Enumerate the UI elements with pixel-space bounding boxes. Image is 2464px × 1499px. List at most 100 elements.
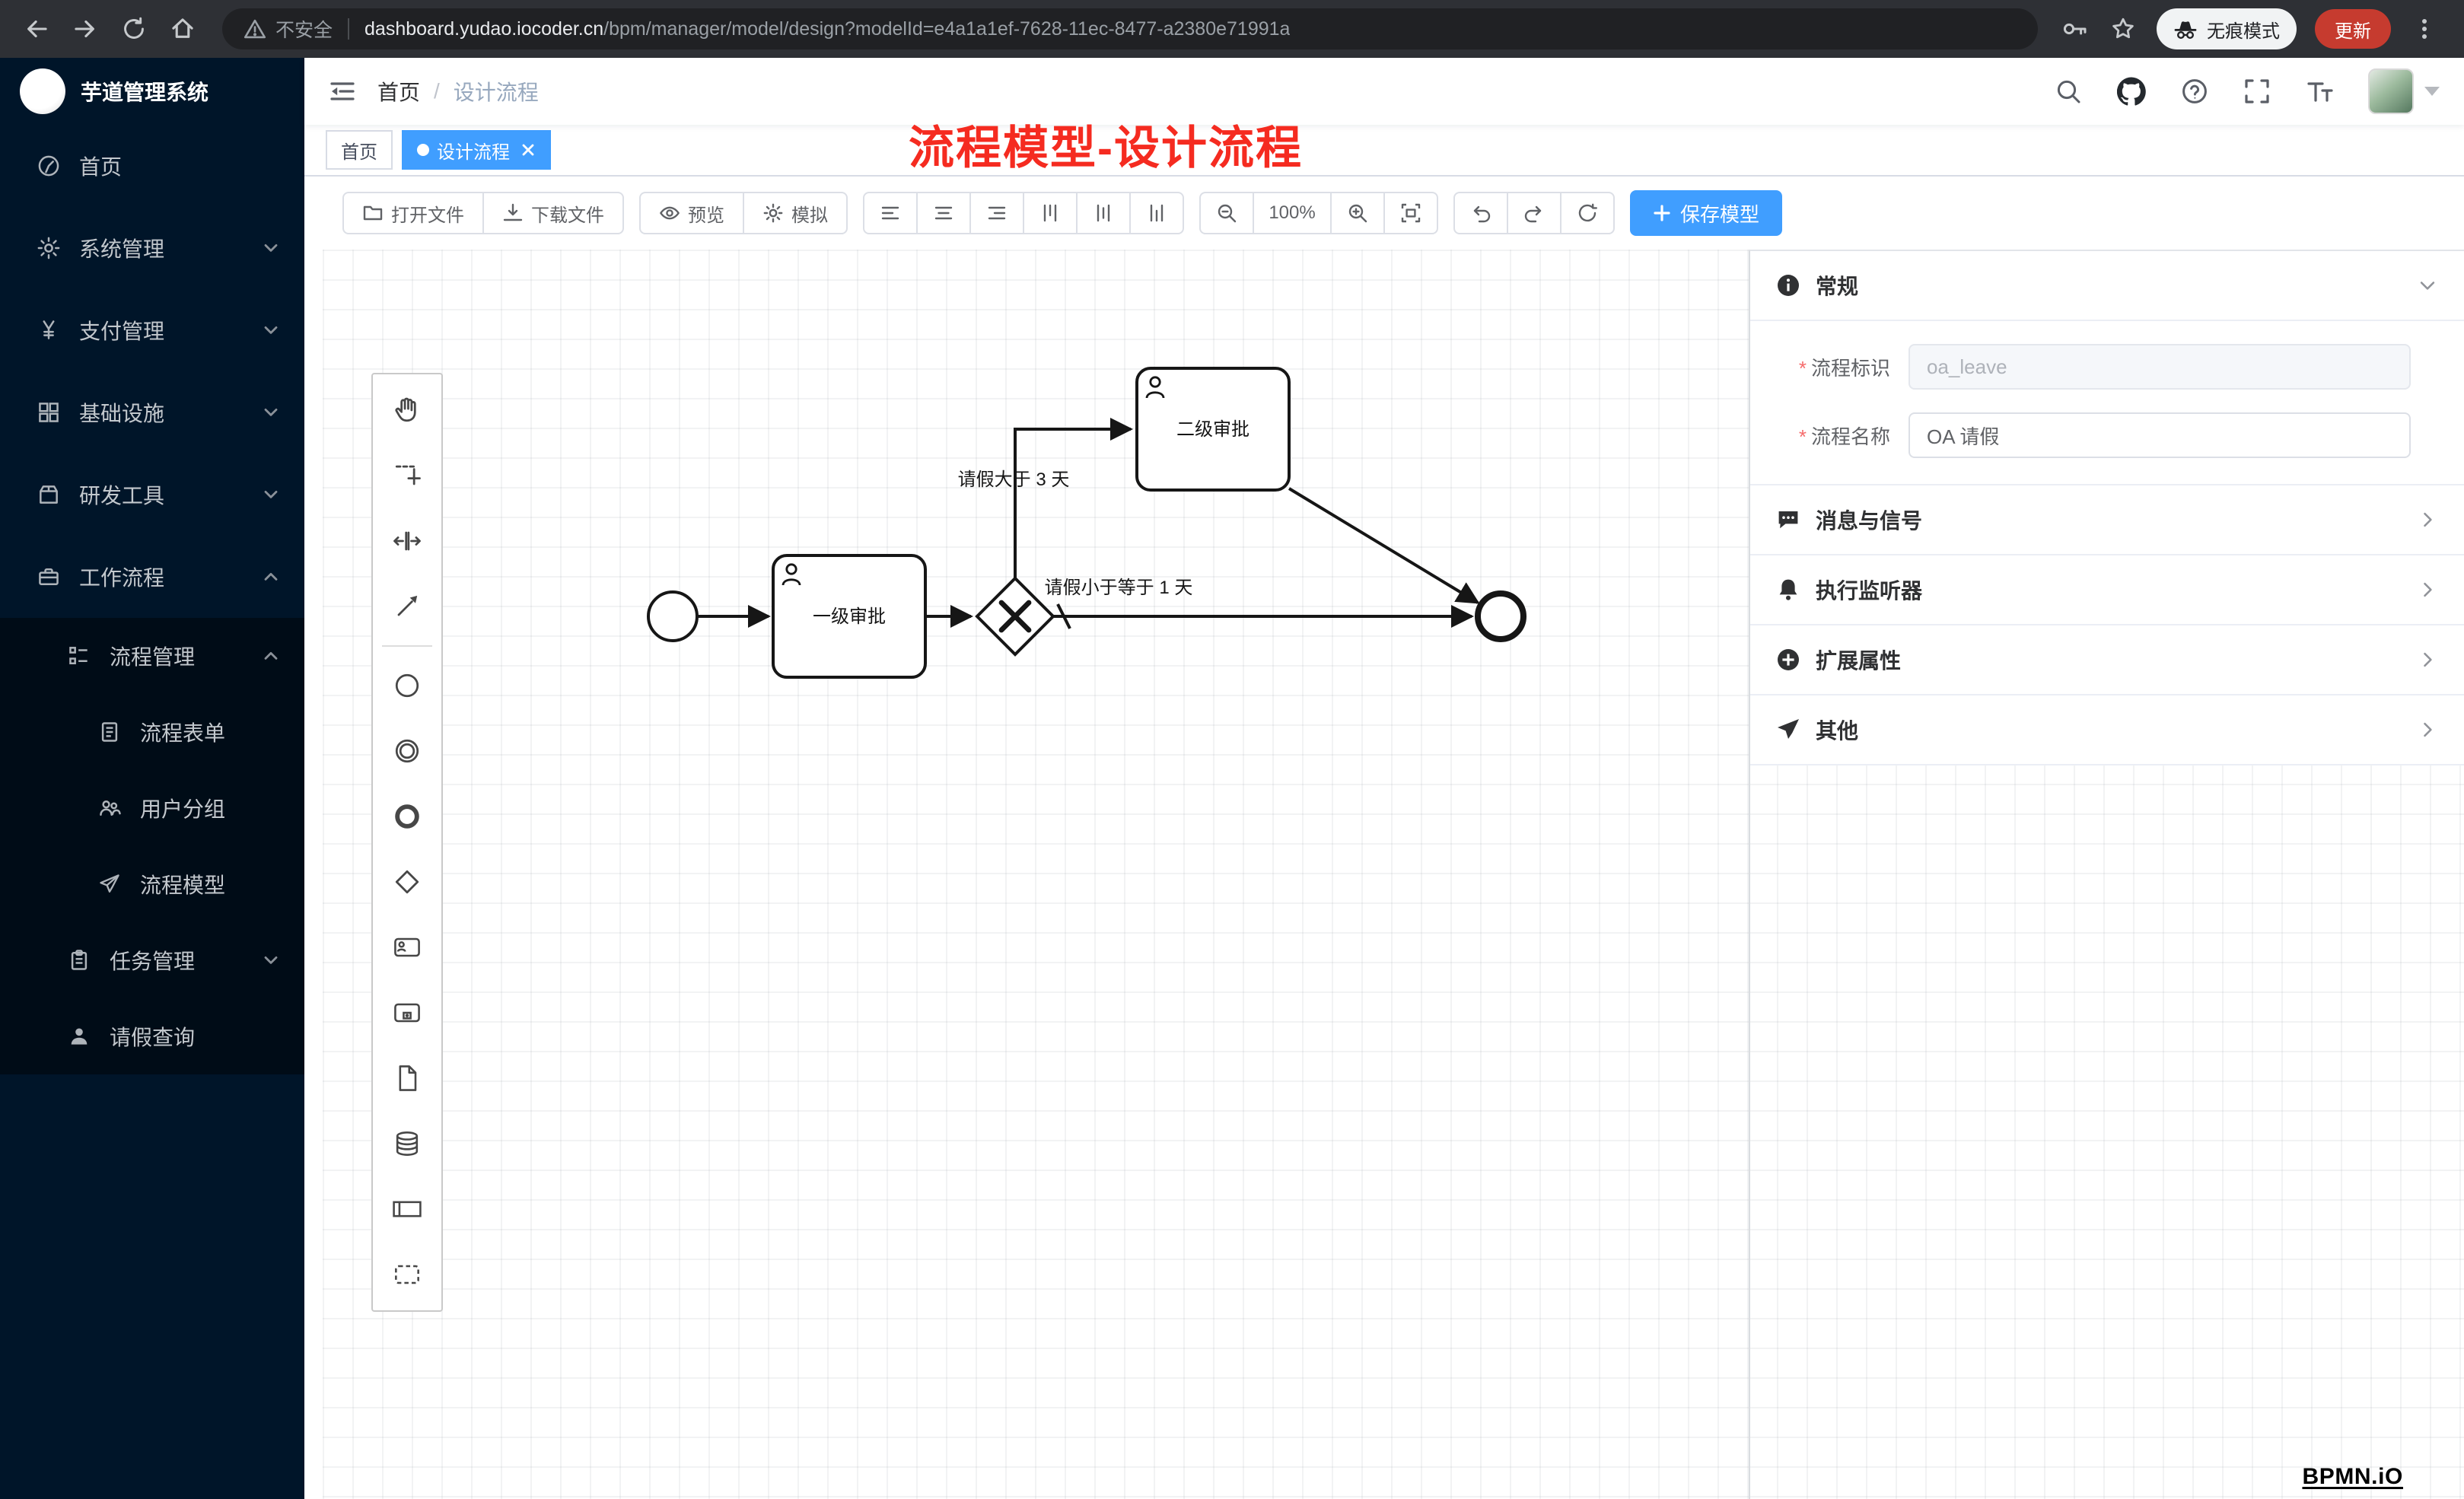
gear-icon <box>763 203 783 223</box>
bookmark-star-icon[interactable] <box>2109 15 2137 43</box>
sidebar-item-process-model[interactable]: 流程模型 <box>0 846 304 922</box>
forward-button[interactable] <box>64 8 107 50</box>
chevron-down-icon <box>262 951 280 969</box>
toolbox-icon <box>37 482 61 507</box>
download-icon <box>503 203 523 221</box>
github-icon[interactable] <box>2117 77 2146 106</box>
palette-group[interactable] <box>373 1242 441 1307</box>
process-name-input[interactable] <box>1908 412 2411 458</box>
security-chip[interactable]: 不安全 <box>244 15 333 43</box>
flow-list-icon <box>67 644 91 668</box>
zoom-in-button[interactable] <box>1330 192 1385 234</box>
align-left-button[interactable] <box>863 192 918 234</box>
fit-viewport-button[interactable] <box>1383 192 1438 234</box>
sidebar-item-process-form[interactable]: 流程表单 <box>0 694 304 770</box>
section-other[interactable]: 其他 <box>1750 695 2464 765</box>
end-event[interactable] <box>1475 590 1526 642</box>
align-middle-button[interactable] <box>1076 192 1131 234</box>
preview-button[interactable]: 预览 <box>639 192 744 234</box>
sidebar-item-home[interactable]: 首页 <box>0 125 304 207</box>
breadcrumb-home[interactable]: 首页 <box>377 81 421 104</box>
save-model-button[interactable]: 保存模型 <box>1630 190 1783 236</box>
breadcrumb: 首页 / 设计流程 <box>377 76 539 107</box>
align-left-icon <box>881 206 899 220</box>
breadcrumb-current: 设计流程 <box>453 81 539 104</box>
pool-icon <box>393 1201 422 1217</box>
section-message-signal[interactable]: 消息与信号 <box>1750 485 2464 555</box>
fullscreen-icon[interactable] <box>2243 78 2271 105</box>
chevron-down-icon <box>262 239 280 257</box>
sidebar-item-task-management[interactable]: 任务管理 <box>0 922 304 998</box>
section-execution-listener[interactable]: 执行监听器 <box>1750 555 2464 625</box>
palette-sub-process[interactable] <box>373 980 441 1045</box>
help-icon[interactable] <box>2181 78 2208 105</box>
user-menu[interactable] <box>2368 68 2440 114</box>
tab-home[interactable]: 首页 <box>326 130 393 170</box>
palette-space-tool[interactable] <box>373 508 441 574</box>
undo-icon <box>1473 205 1491 223</box>
app-logo[interactable]: 芋道管理系统 <box>0 58 304 125</box>
sidebar-item-process-management[interactable]: 流程管理 <box>0 618 304 694</box>
search-icon[interactable] <box>2055 78 2082 105</box>
close-icon[interactable] <box>520 142 536 158</box>
briefcase-icon <box>37 565 61 589</box>
align-bottom-button[interactable] <box>1129 192 1184 234</box>
open-file-button[interactable]: 打开文件 <box>342 192 484 234</box>
condition-label-gt[interactable]: 请假大于 3 天 <box>958 469 1070 490</box>
palette-end-event[interactable] <box>373 784 441 849</box>
palette-exclusive-gateway[interactable] <box>373 849 441 915</box>
align-top-button[interactable] <box>1023 192 1078 234</box>
reload-button[interactable] <box>113 8 155 50</box>
incognito-label: 无痕模式 <box>2207 21 2280 42</box>
zoom-out-button[interactable] <box>1199 192 1254 234</box>
intermediate-event-icon <box>395 739 419 763</box>
collapse-sidebar-button[interactable] <box>329 78 356 105</box>
password-key-icon[interactable] <box>2061 15 2088 43</box>
send-icon <box>1776 718 1800 742</box>
condition-label-le[interactable]: 请假小于等于 1 天 <box>1045 578 1193 598</box>
flow-gateway-to-task2[interactable] <box>1014 418 1133 578</box>
sidebar-item-system[interactable]: 系统管理 <box>0 207 304 289</box>
palette-hand-tool[interactable] <box>373 377 441 443</box>
palette-global-connect-tool[interactable] <box>373 574 441 639</box>
sidebar-item-infrastructure[interactable]: 基础设施 <box>0 371 304 454</box>
user-task-level1[interactable] <box>772 554 927 679</box>
reset-button[interactable] <box>1560 192 1615 234</box>
back-button[interactable] <box>15 8 58 50</box>
palette-data-object[interactable] <box>373 1045 441 1111</box>
process-key-input[interactable] <box>1908 344 2411 390</box>
font-size-icon[interactable] <box>2306 78 2333 105</box>
undo-button[interactable] <box>1453 192 1508 234</box>
plus-circle-icon <box>1776 648 1800 672</box>
section-extended-properties[interactable]: 扩展属性 <box>1750 625 2464 695</box>
simulate-button[interactable]: 模拟 <box>743 192 848 234</box>
section-general[interactable]: 常规 <box>1750 251 2464 321</box>
sidebar-item-user-group[interactable]: 用户分组 <box>0 770 304 846</box>
flow-task2-to-end[interactable] <box>1288 487 1480 604</box>
tab-design-process[interactable]: 设计流程 <box>402 130 551 170</box>
sidebar-item-leave-query[interactable]: 请假查询 <box>0 998 304 1074</box>
align-right-button[interactable] <box>969 192 1024 234</box>
sidebar-item-payment[interactable]: 支付管理 <box>0 289 304 371</box>
user-task-level2[interactable] <box>1135 367 1291 492</box>
sidebar-item-workflow[interactable]: 工作流程 <box>0 536 304 618</box>
redo-button[interactable] <box>1507 192 1561 234</box>
eye-icon <box>659 206 680 220</box>
palette-intermediate-event[interactable] <box>373 718 441 784</box>
update-button[interactable]: 更新 <box>2315 9 2391 49</box>
forward-arrow-icon <box>75 20 94 38</box>
sidebar-item-devtools[interactable]: 研发工具 <box>0 454 304 536</box>
download-file-button[interactable]: 下载文件 <box>482 192 624 234</box>
start-event[interactable] <box>647 590 699 642</box>
palette-start-event[interactable] <box>373 653 441 718</box>
palette-lasso-tool[interactable] <box>373 443 441 508</box>
palette-data-store[interactable] <box>373 1111 441 1176</box>
palette-participant-pool[interactable] <box>373 1176 441 1242</box>
home-button[interactable] <box>161 8 204 50</box>
caret-down-icon <box>2424 87 2440 96</box>
align-center-button[interactable] <box>916 192 971 234</box>
address-bar[interactable]: 不安全 dashboard.yudao.iocoder.cn/bpm/manag… <box>222 8 2038 49</box>
bpmn-io-logo[interactable]: BPMN.iO <box>2302 1464 2403 1489</box>
palette-user-task[interactable] <box>373 915 441 980</box>
browser-menu-button[interactable] <box>2411 15 2438 43</box>
